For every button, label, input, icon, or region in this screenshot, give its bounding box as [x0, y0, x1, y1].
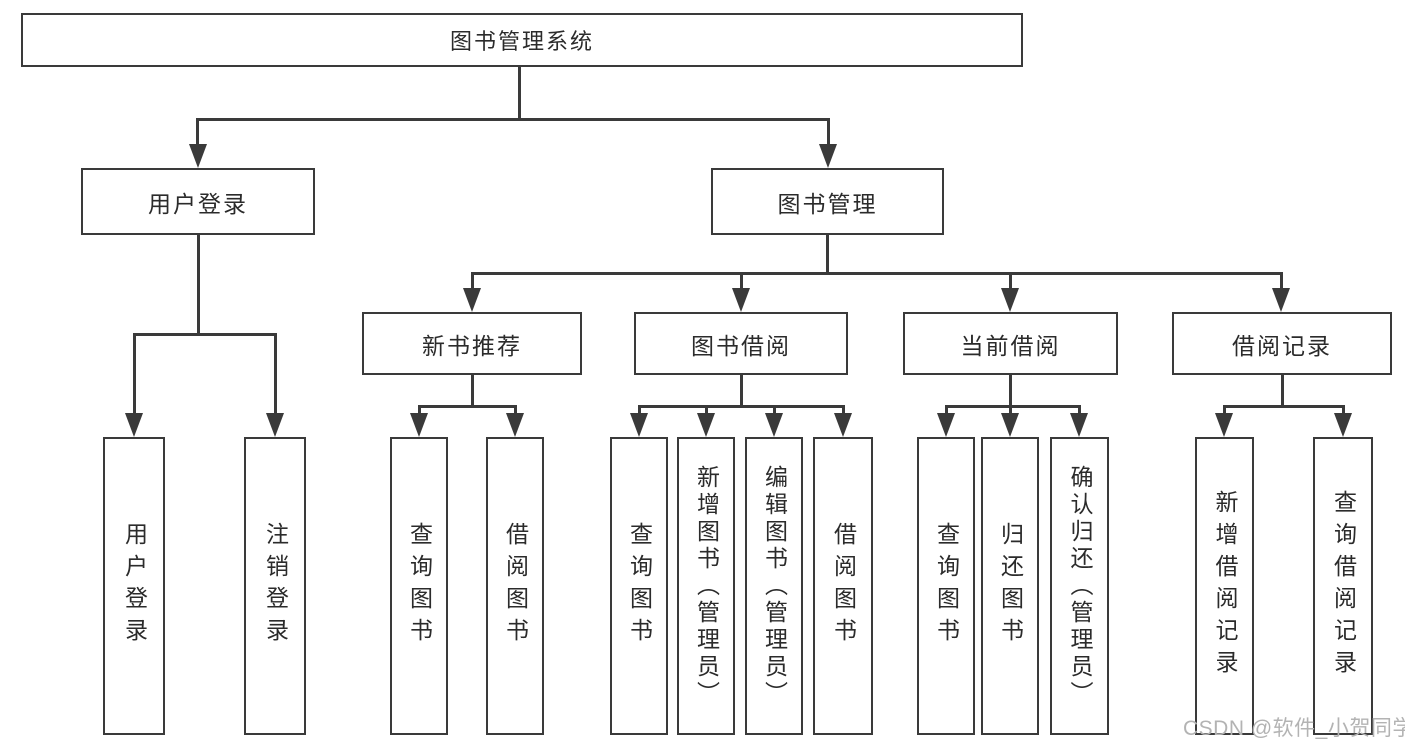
node-label: 新书推荐: [422, 332, 522, 359]
connector-vline: [1009, 405, 1012, 417]
leaf-br-add-record: 新增借阅记录: [1195, 437, 1254, 735]
leaf-label: 查询借阅记录: [1330, 490, 1357, 682]
node-label: 用户登录: [148, 190, 248, 217]
connector-vline: [471, 375, 474, 407]
arrowhead: [1001, 413, 1019, 437]
leaf-label: 借阅图书: [830, 522, 857, 650]
node-book-management: 图书管理: [711, 168, 944, 235]
node-label: 图书管理系统: [449, 29, 594, 54]
connector-vline: [945, 405, 948, 417]
arrowhead: [506, 413, 524, 437]
leaf-bb-add-books-admin: 新增图书（管理员）: [677, 437, 735, 735]
leaf-bb-query-books: 查询图书: [610, 437, 668, 735]
connector-vline: [638, 405, 641, 417]
arrowhead: [834, 413, 852, 437]
arrowhead: [1215, 413, 1233, 437]
connector-vline: [1342, 405, 1345, 417]
connector-hline: [471, 272, 1283, 275]
leaf-bb-borrow-books: 借阅图书: [813, 437, 873, 735]
connector-vline: [773, 405, 776, 417]
connector-vline: [133, 333, 136, 417]
node-new-book-recommend: 新书推荐: [362, 312, 582, 375]
leaf-label: 新增图书（管理员）: [693, 464, 720, 708]
connector-vline: [518, 66, 521, 120]
leaf-label: 新增借阅记录: [1212, 490, 1238, 682]
connector-vline: [842, 405, 845, 417]
connector-vline: [705, 405, 708, 417]
node-label: 图书借阅: [691, 332, 791, 359]
connector-vline: [514, 405, 517, 417]
leaf-cb-confirm-return-admin: 确认归还（管理员）: [1050, 437, 1109, 735]
arrowhead: [819, 144, 837, 168]
connector-vline: [197, 235, 200, 335]
leaf-user-login: 用户登录: [103, 437, 165, 735]
leaf-bb-edit-books-admin: 编辑图书（管理员）: [745, 437, 803, 735]
arrowhead: [1272, 288, 1290, 312]
connector-hline: [197, 118, 829, 121]
leaf-label: 查询图书: [406, 522, 433, 650]
node-label: 借阅记录: [1232, 332, 1332, 359]
leaf-label: 借阅图书: [502, 522, 529, 650]
connector-vline: [740, 375, 743, 407]
connector-vline: [827, 118, 830, 148]
node-book-borrowing: 图书借阅: [634, 312, 848, 375]
connector-vline: [418, 405, 421, 417]
leaf-label: 编辑图书（管理员）: [761, 464, 788, 708]
connector-hline: [945, 405, 1081, 408]
arrowhead: [463, 288, 481, 312]
arrowhead: [189, 144, 207, 168]
leaf-label: 查询图书: [933, 522, 960, 650]
connector-vline: [1009, 272, 1012, 292]
node-label: 当前借阅: [960, 332, 1061, 359]
arrowhead: [630, 413, 648, 437]
arrowhead: [1001, 288, 1019, 312]
connector-hline: [134, 333, 276, 336]
connector-vline: [826, 235, 829, 275]
connector-vline: [1281, 375, 1284, 407]
node-current-borrowing: 当前借阅: [903, 312, 1118, 375]
arrowhead: [1334, 413, 1352, 437]
node-library-system: 图书管理系统: [21, 13, 1023, 67]
connector-vline: [1009, 375, 1012, 407]
connector-vline: [740, 272, 743, 292]
leaf-cb-return-books: 归还图书: [981, 437, 1039, 735]
leaf-label: 查询图书: [626, 522, 653, 650]
connector-vline: [1280, 272, 1283, 292]
leaf-label: 注销登录: [262, 522, 289, 650]
leaf-logout: 注销登录: [244, 437, 306, 735]
arrowhead: [765, 413, 783, 437]
arrowhead: [125, 413, 143, 437]
connector-vline: [196, 118, 199, 148]
connector-vline: [471, 272, 474, 292]
node-borrow-records: 借阅记录: [1172, 312, 1392, 375]
arrowhead: [1070, 413, 1088, 437]
connector-hline: [418, 405, 516, 408]
arrowhead: [697, 413, 715, 437]
leaf-nb-borrow-books: 借阅图书: [486, 437, 544, 735]
arrowhead: [410, 413, 428, 437]
leaf-nb-query-books: 查询图书: [390, 437, 448, 735]
node-user-login: 用户登录: [81, 168, 315, 235]
connector-hline: [638, 405, 844, 408]
arrowhead: [732, 288, 750, 312]
leaf-label: 用户登录: [121, 522, 148, 650]
connector-hline: [1223, 405, 1344, 408]
leaf-label: 归还图书: [997, 522, 1024, 650]
arrowhead: [266, 413, 284, 437]
leaf-label: 确认归还（管理员）: [1067, 464, 1093, 708]
leaf-br-query-record: 查询借阅记录: [1313, 437, 1373, 735]
arrowhead: [937, 413, 955, 437]
node-label: 图书管理: [777, 190, 878, 217]
connector-vline: [1223, 405, 1226, 417]
connector-vline: [1078, 405, 1081, 417]
leaf-cb-query-books: 查询图书: [917, 437, 975, 735]
watermark: CSDN @软件_小贺同学: [1183, 717, 1405, 740]
connector-vline: [274, 333, 277, 417]
